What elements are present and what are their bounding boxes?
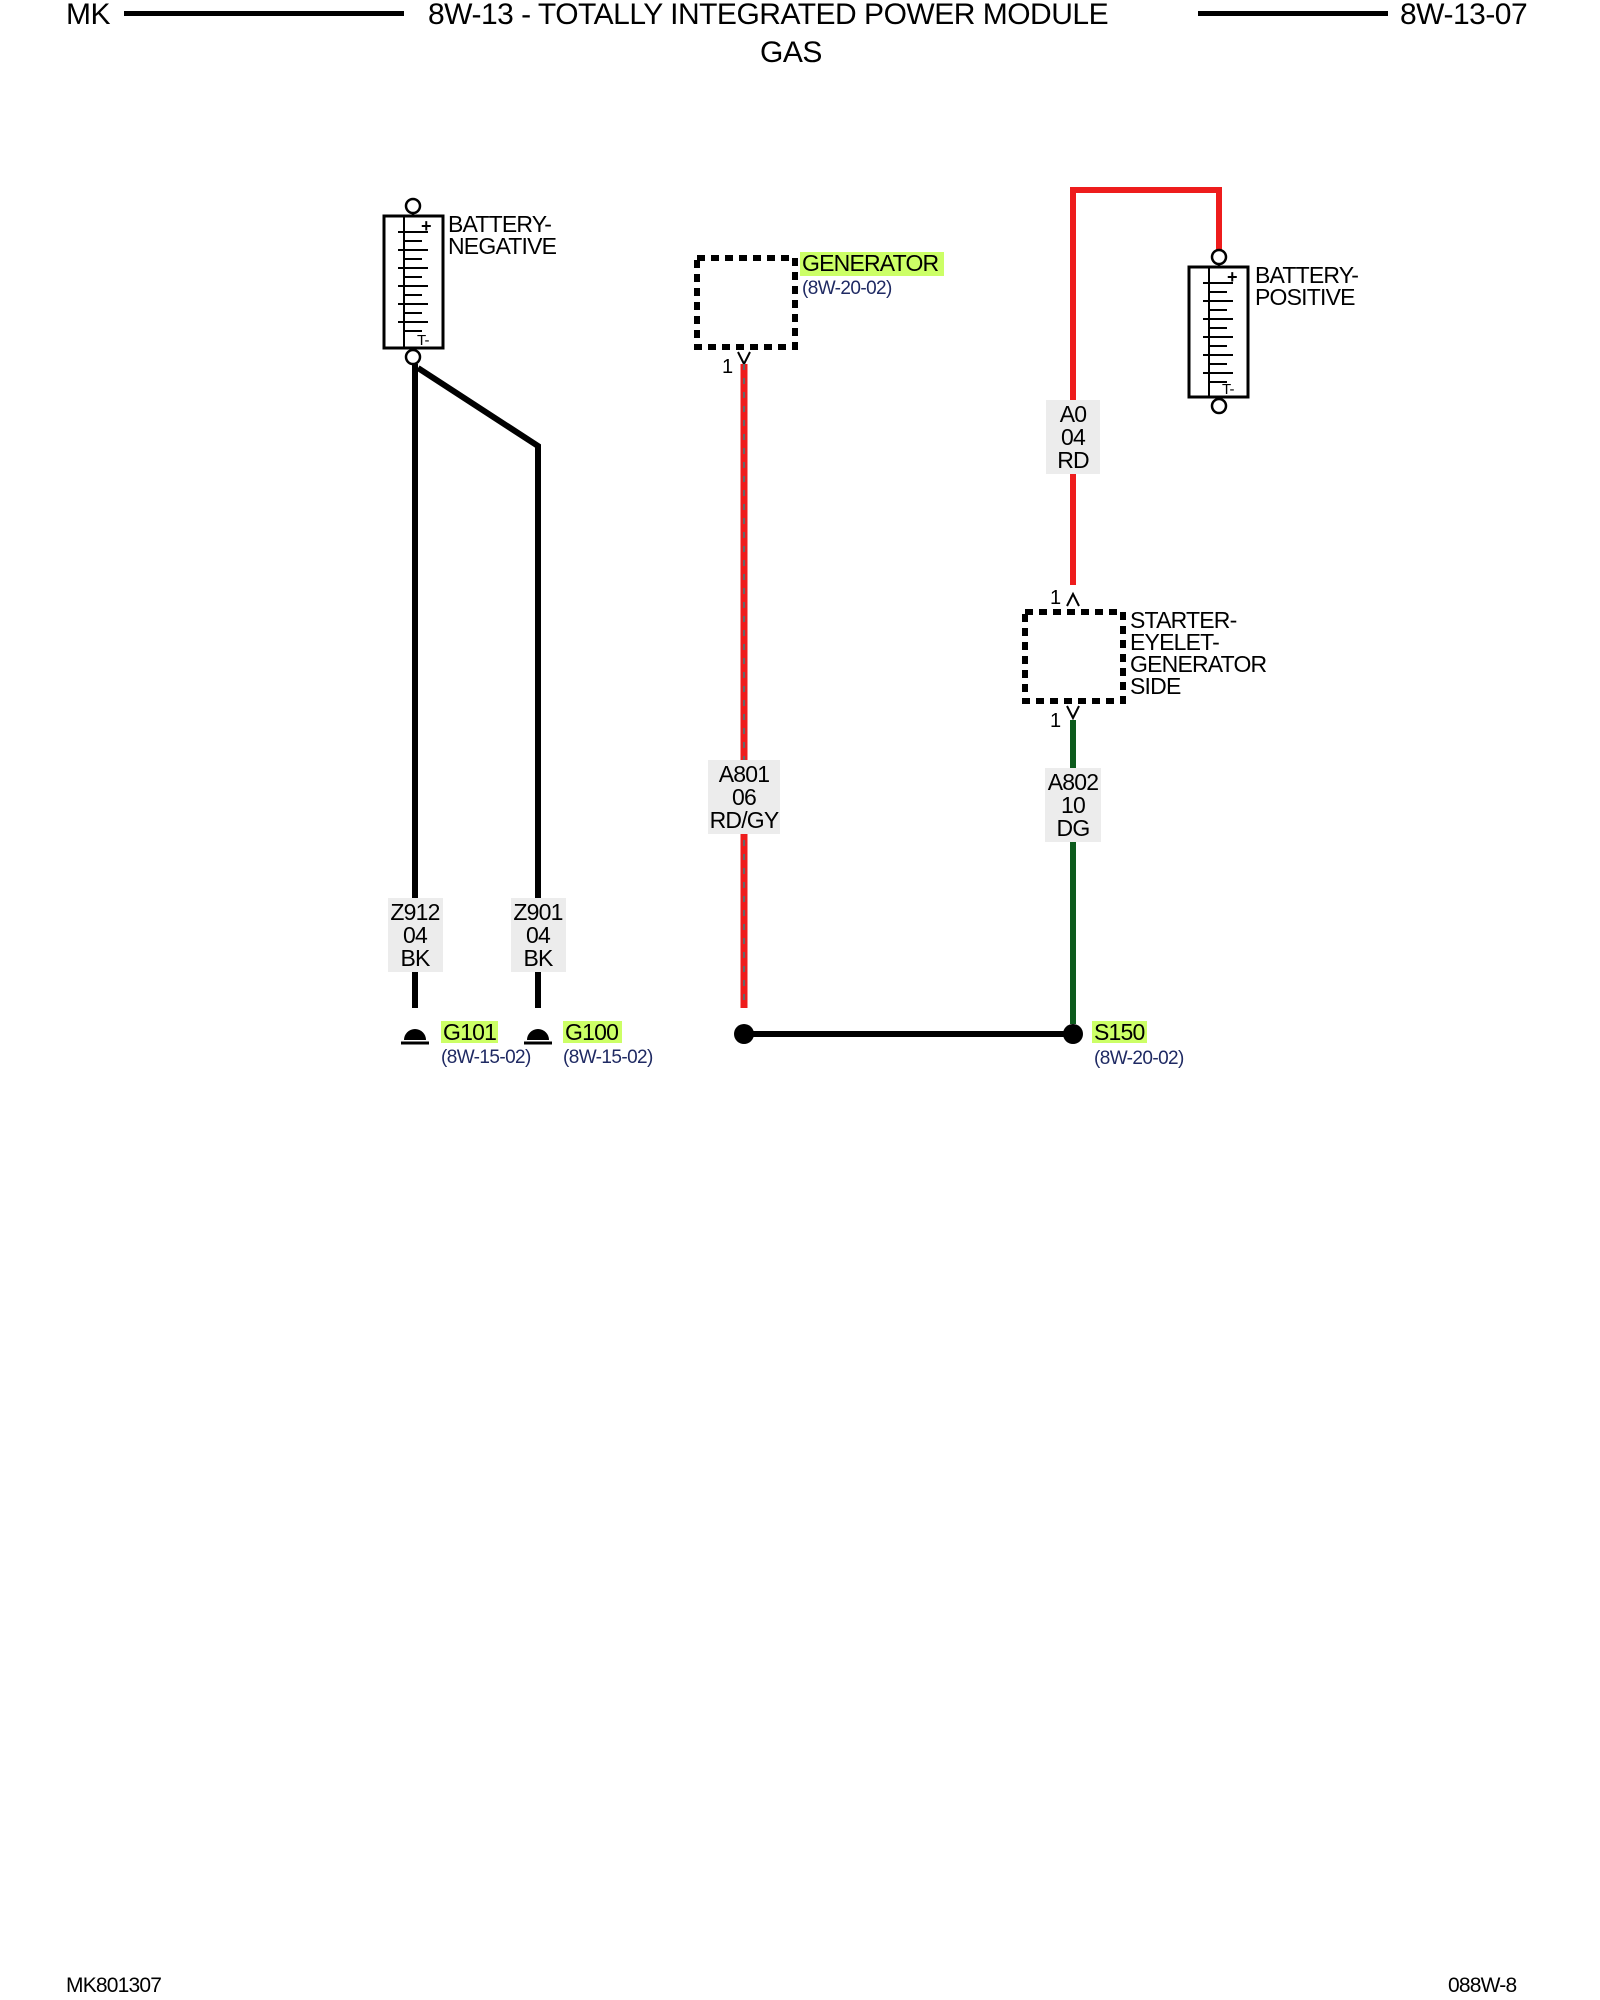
footer-left: MK801307 [66, 1974, 162, 1997]
wire-a802-circuit: A802 [1048, 769, 1099, 795]
wire-z901-gauge: 04 [526, 922, 551, 948]
wire-z901 [416, 365, 541, 1008]
battery-positive-plus: + [1227, 267, 1237, 287]
wire-z901-circuit: Z901 [513, 899, 562, 925]
battery-positive: + T- BATTERY- POSITIVE [1187, 248, 1359, 415]
starter-eyelet-label-1: STARTER- [1130, 607, 1237, 633]
ground-g100: G100 (8W-15-02) [524, 1019, 654, 1068]
ground-g101-name: G101 [443, 1019, 496, 1045]
battery-positive-label-1: BATTERY- [1255, 262, 1358, 288]
header-right: 8W-13-07 [1400, 0, 1528, 31]
starter-eyelet-label-4: SIDE [1130, 673, 1181, 699]
battery-negative-plus: + [421, 216, 431, 236]
starter-eyelet-label-3: GENERATOR [1130, 651, 1267, 677]
battery-negative-minus: T- [417, 332, 430, 349]
header-rule-right [1198, 11, 1388, 16]
ground-g100-ref: (8W-15-02) [563, 1047, 653, 1068]
wire-z912-color: BK [400, 945, 431, 971]
page-title: 8W-13 - TOTALLY INTEGRATED POWER MODULE [428, 0, 1109, 31]
battery-positive-minus: T- [1222, 381, 1235, 398]
splice-node-s150 [1063, 1024, 1083, 1044]
splice-node-left [734, 1024, 754, 1044]
wire-a0 [1070, 187, 1222, 585]
generator-name: GENERATOR [802, 250, 939, 276]
starter-eyelet: 1 1 STARTER- EYELET- GENERATOR SIDE [1022, 587, 1267, 732]
splice-s150-name: S150 [1094, 1019, 1145, 1045]
generator-ref: (8W-20-02) [802, 278, 892, 299]
wire-a801-gauge: 06 [732, 784, 756, 810]
header-left: MK [66, 0, 111, 31]
splice-s150-ref: (8W-20-02) [1094, 1048, 1184, 1069]
generator: GENERATOR (8W-20-02) 1 [694, 250, 944, 378]
header-rule-left [124, 11, 404, 16]
ground-g100-name: G100 [565, 1019, 618, 1045]
battery-positive-cells [1203, 282, 1233, 383]
battery-negative-cells [398, 231, 428, 332]
wire-a801-circuit: A801 [719, 761, 770, 787]
starter-eyelet-pin-bottom: 1 [1050, 710, 1061, 732]
wire-z912-circuit: Z912 [390, 899, 439, 925]
ground-g101-ref: (8W-15-02) [441, 1047, 531, 1068]
wire-a802-gauge: 10 [1061, 792, 1085, 818]
wire-a0-gauge: 04 [1061, 424, 1086, 450]
starter-eyelet-label-2: EYELET- [1130, 629, 1219, 655]
battery-negative-label-1: BATTERY- [448, 211, 551, 237]
footer-right: 088W-8 [1448, 1974, 1517, 1997]
battery-negative: + T- BATTERY- NEGATIVE [382, 197, 557, 366]
ground-g101: G101 (8W-15-02) [401, 1019, 532, 1068]
battery-negative-label-2: NEGATIVE [448, 233, 557, 259]
battery-positive-label-2: POSITIVE [1255, 284, 1355, 310]
wire-a801-color: RD/GY [710, 807, 779, 833]
starter-eyelet-pin-top: 1 [1050, 587, 1061, 609]
wire-z901-color: BK [523, 945, 554, 971]
wire-z912-gauge: 04 [403, 922, 428, 948]
generator-pin: 1 [722, 356, 733, 378]
page-subtitle: GAS [760, 36, 822, 69]
wire-a0-color: RD [1057, 447, 1089, 473]
wire-a0-circuit: A0 [1060, 401, 1087, 427]
wire-a802-color: DG [1057, 815, 1090, 841]
